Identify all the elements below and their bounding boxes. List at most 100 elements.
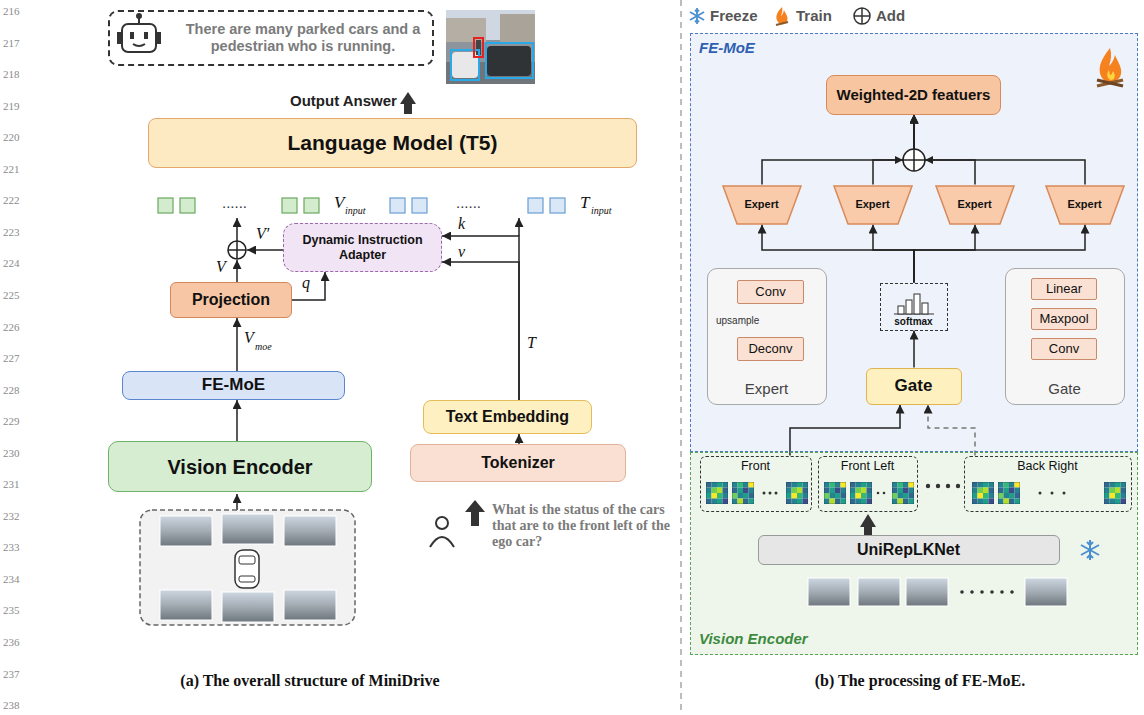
line-number: 233 [3, 541, 20, 554]
symbol: T [580, 193, 589, 213]
symbol: k [458, 215, 465, 233]
train-icon [776, 7, 788, 25]
text-tokens [412, 198, 427, 213]
ellipsis-dots [883, 492, 886, 495]
feature-maps [706, 482, 1126, 504]
connector-arrow [873, 115, 914, 185]
node-label: Back Right [965, 459, 1131, 474]
add-symbol [903, 149, 925, 171]
line-number: 228 [3, 384, 20, 397]
visual-tokens [180, 198, 195, 213]
line-number: 222 [3, 194, 20, 207]
layer-box: Maxpool [1031, 308, 1097, 330]
scene-photo [446, 10, 535, 84]
freeze-icon [695, 10, 699, 22]
add-symbol [228, 241, 246, 259]
node-label: Tokenizer [481, 453, 555, 472]
visual-tokens [282, 198, 297, 213]
robot-icon [156, 33, 160, 43]
scene-photo [487, 46, 531, 76]
ellipsis: ...... [456, 194, 481, 211]
text-tokens [528, 198, 543, 213]
node-label: Expert [957, 198, 991, 211]
line-number: 237 [3, 668, 20, 681]
symbol: V [334, 193, 344, 213]
node-label: UniRepLKNet [857, 540, 960, 559]
scene-photo [474, 38, 483, 57]
ellipsis: ...... [222, 194, 247, 211]
connector-arrow [914, 115, 975, 185]
node-label: Front [701, 459, 811, 474]
feature-maps [786, 482, 808, 504]
line-number: 236 [3, 636, 20, 649]
expert-shape [834, 186, 912, 224]
symbol: V′ [256, 225, 269, 243]
robot-icon [130, 32, 134, 39]
ellipsis-dots [775, 492, 778, 495]
softmax-bars [898, 306, 904, 314]
node-label: Front Left [819, 459, 917, 474]
flow-arrows [247, 249, 283, 251]
line-number: 220 [3, 131, 20, 144]
camera-mosaic [235, 550, 259, 588]
train-icon [1097, 80, 1123, 86]
line-number: 221 [3, 163, 20, 176]
ellipsis-dots [970, 590, 974, 594]
text-tokens [390, 198, 405, 213]
connector-arrow [442, 236, 519, 400]
softmax-box: softmax [880, 283, 948, 331]
robot-icon [118, 33, 122, 43]
connector-arrow [928, 405, 975, 456]
node-label: Expert [744, 198, 778, 211]
view-group: Front Left [818, 456, 918, 512]
encoder-arrow [864, 527, 872, 535]
output-box: Weighted-2D featuers [826, 75, 1001, 115]
add-icon [854, 8, 870, 24]
input-arrow [465, 500, 485, 512]
camera-mosaic [284, 516, 336, 546]
line-number: 216 [3, 5, 20, 18]
connector-arrow [292, 272, 325, 300]
freeze-icon [1087, 542, 1093, 558]
line-number: 234 [3, 573, 20, 586]
visual-tokens [158, 198, 173, 213]
question-text: What is the status of the cars that are … [492, 502, 672, 550]
train-icon [1097, 80, 1123, 86]
add-icon [861, 8, 863, 24]
robot-icon [137, 14, 141, 18]
add-symbol [228, 241, 246, 259]
ellipsis-dots [1063, 492, 1066, 495]
gate-box: Gate [866, 368, 962, 405]
expert-shape [936, 186, 1014, 224]
softmax-bars [894, 294, 934, 314]
softmax-bars [922, 303, 928, 314]
ellipsis-dots [1051, 492, 1054, 495]
symbol: V [244, 329, 254, 347]
expert-trapezoid: Expert [1045, 185, 1125, 225]
ellipsis-dots [769, 492, 772, 495]
camera-mosaic [222, 514, 274, 544]
encoder-panel: Vision EncoderFrontFront LeftBack RightU… [690, 452, 1138, 655]
figure-caption: (a) The overall structure of MiniDrive [110, 672, 510, 690]
feature-maps [732, 482, 754, 504]
subscript: moe [255, 341, 272, 353]
note-label: upsample [716, 315, 759, 327]
output-label: Output Answer [290, 92, 397, 109]
ellipsis-dots [926, 484, 930, 488]
subscript: input [345, 205, 366, 217]
input-arrow [465, 500, 485, 526]
panel-fills [690, 33, 1138, 452]
camera-images [808, 578, 850, 606]
flow-arrows [518, 218, 520, 236]
backbone-box: UniRepLKNet [758, 535, 1060, 565]
expert-shape [1046, 186, 1124, 224]
ellipsis-dots [956, 484, 960, 488]
scene-photo [500, 14, 535, 42]
add-symbol [913, 149, 915, 171]
camera-mosaic [140, 510, 355, 625]
line-number: 226 [3, 321, 20, 334]
connector-arrow [518, 434, 520, 444]
layer-box: Deconv [737, 337, 804, 361]
line-number: 230 [3, 447, 20, 460]
